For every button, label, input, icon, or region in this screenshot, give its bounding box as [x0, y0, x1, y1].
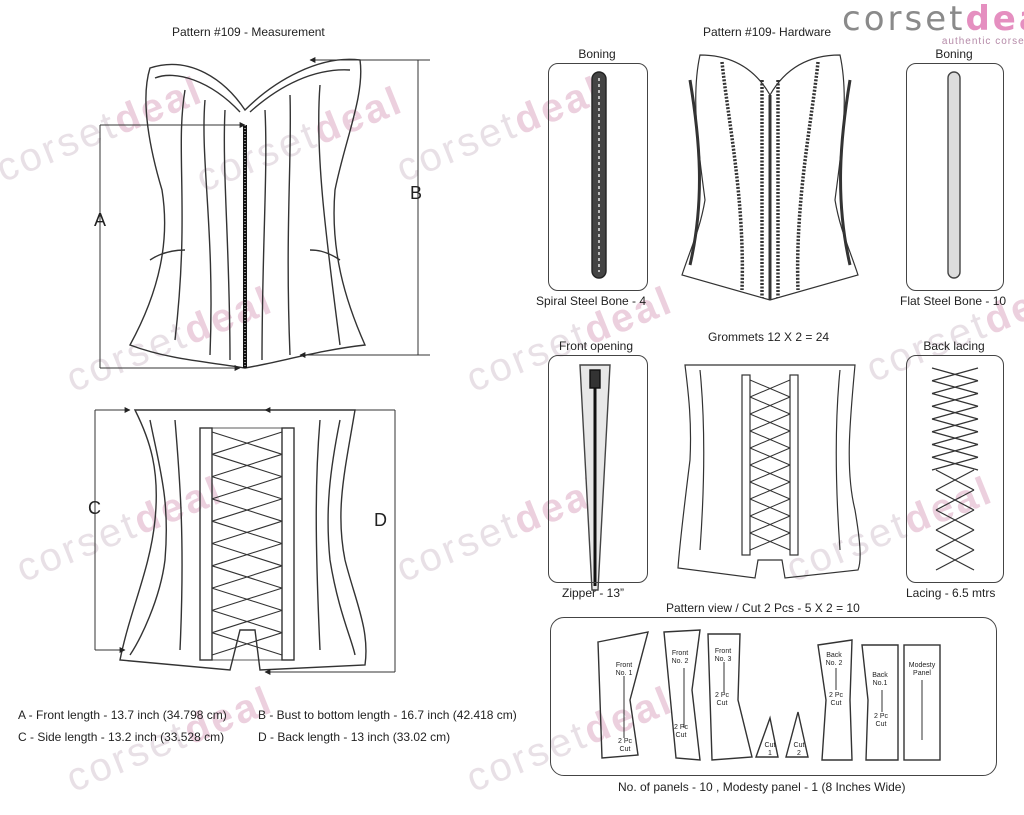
lace-segment — [935, 509, 975, 531]
piece-cut: 2 Pc Cut — [617, 738, 632, 753]
lace-segment — [749, 430, 791, 449]
lace-segment — [749, 396, 791, 415]
brand-tagline: authentic corset store — [941, 36, 1024, 47]
lacing-length-label: Lacing - 6.5 mtrs — [906, 586, 996, 600]
brand-name-part1: corset — [842, 0, 966, 39]
flat-bone-box — [906, 63, 1004, 291]
lace-segment — [935, 529, 975, 551]
lace-segment — [211, 565, 283, 589]
front-opening-label: Front opening — [558, 339, 634, 353]
lace-segment — [931, 443, 979, 458]
lacing-box — [906, 355, 1004, 583]
back-corset-drawing — [119, 409, 367, 671]
back-lacing-drawing-hardware — [931, 367, 979, 571]
lace-segment — [931, 380, 979, 395]
label-d: D — [374, 510, 387, 530]
flat-bone-label: Flat Steel Bone - 10 — [900, 294, 1007, 308]
piece-label: Back No.1 — [872, 672, 888, 687]
lace-segment — [749, 464, 791, 483]
lace-segment — [931, 431, 979, 446]
lace-segment — [749, 532, 791, 551]
piece-cut: 2 Pc Cut — [714, 692, 729, 707]
lace-segment — [211, 587, 283, 611]
piece-cut: 2 Pc Cut — [673, 724, 688, 739]
lace-segment — [211, 431, 283, 455]
spiral-steel-bone-drawing — [591, 71, 607, 279]
note-b: B - Bust to bottom length - 16.7 inch (4… — [258, 708, 517, 722]
lace-segment — [749, 498, 791, 517]
lace-segment — [211, 520, 283, 545]
lace-segment — [931, 367, 979, 382]
piece-label: Front No. 2 — [671, 650, 689, 665]
lace-segment — [211, 542, 283, 567]
spiral-bone-label: Spiral Steel Bone - 4 — [536, 294, 647, 308]
back-lacing-drawing — [211, 431, 283, 656]
piece-label: Front No. 1 — [615, 662, 633, 677]
note-c: C - Side length - 13.2 inch (33.528 cm) — [18, 730, 225, 744]
lace-segment — [749, 447, 791, 466]
lace-segment — [749, 379, 791, 398]
zipper-drawing — [579, 364, 611, 591]
boning-right-label: Boning — [935, 47, 973, 61]
lace-segment — [749, 515, 791, 534]
piece-cut: 2 Pc Cut — [873, 713, 888, 728]
piece-label: Cut 2 — [793, 742, 805, 757]
zipper-label: Zipper - 13” — [562, 586, 625, 600]
piece-label: Front No. 3 — [714, 648, 732, 663]
lace-segment — [211, 498, 283, 522]
note-d: D - Back length - 13 inch (33.02 cm) — [258, 730, 451, 744]
label-c: C — [88, 498, 101, 518]
piece-label: Modesty Panel — [908, 662, 936, 677]
lace-segment — [931, 418, 979, 433]
note-a: A - Front length - 13.7 inch (34.798 cm) — [18, 708, 227, 722]
back-lacing-label: Back lacing — [923, 339, 985, 353]
lace-segment — [749, 481, 791, 500]
lace-segment — [749, 413, 791, 432]
lace-segment — [935, 469, 975, 491]
piece-label: Cut 1 — [764, 742, 776, 757]
hardware-front-corset — [681, 54, 859, 301]
flat-steel-bone-drawing — [947, 71, 961, 279]
pattern-footer: No. of panels - 10 , Modesty panel - 1 (… — [618, 780, 906, 794]
lace-segment — [931, 392, 979, 407]
lace-segment — [931, 405, 979, 420]
spiral-bone-box — [548, 63, 648, 291]
lace-segment — [211, 609, 283, 634]
label-b: B — [410, 183, 423, 203]
pattern-pieces — [597, 629, 941, 761]
pattern-grain-arrows — [623, 662, 923, 740]
lace-segment — [211, 453, 283, 478]
zipper-box — [548, 355, 648, 583]
label-a: A — [94, 210, 107, 230]
grommets-corset-drawing — [677, 364, 861, 579]
pattern-view-box — [550, 617, 997, 776]
boning-left-label: Boning — [578, 47, 616, 61]
lace-segment — [211, 632, 283, 656]
piece-label: Back No. 2 — [825, 652, 843, 667]
brand-logo: corsetdeal authentic corset store — [842, 2, 1024, 47]
grommets-lacing-drawing — [749, 379, 791, 551]
front-corset-drawing — [128, 58, 367, 369]
hardware-title: Pattern #109- Hardware — [703, 25, 832, 39]
piece-cut: 2 Pc Cut — [828, 692, 843, 707]
lace-segment — [935, 489, 975, 511]
lace-segment — [211, 476, 283, 500]
lace-segment — [931, 456, 979, 471]
measurement-title: Pattern #109 - Measurement — [172, 25, 325, 39]
grommets-label: Grommets 12 X 2 = 24 — [708, 330, 830, 344]
brand-name-part2: deal — [965, 0, 1024, 39]
lace-segment — [935, 549, 975, 571]
pattern-view-title: Pattern view / Cut 2 Pcs - 5 X 2 = 10 — [666, 601, 860, 615]
